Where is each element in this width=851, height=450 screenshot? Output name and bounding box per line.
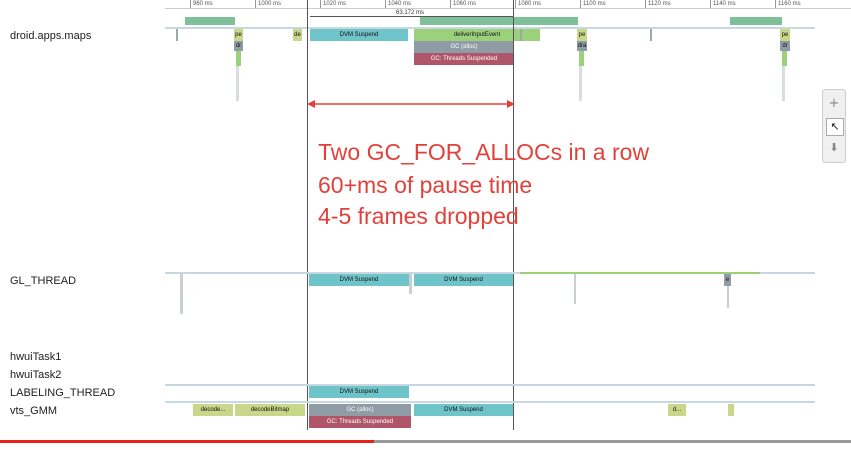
trace-toolbar: + ↖ ⬇ (822, 89, 846, 163)
slice-pe[interactable]: pe (577, 29, 587, 41)
ruler-tick: 1000 ms (255, 0, 281, 8)
slice-decode-bitmap[interactable]: decodeBitmap (235, 404, 305, 416)
thread-label-labeling: LABELING_THREAD (10, 387, 116, 399)
duration-bracket (310, 16, 514, 17)
slice-stub (579, 66, 582, 101)
slice-stub (727, 286, 729, 308)
slice-dra[interactable]: dra (577, 41, 587, 51)
slice-de[interactable]: de (293, 29, 302, 41)
annotation-line1: Two GC_FOR_ALLOCs in a row (318, 139, 650, 165)
slice-pe[interactable]: pe (780, 29, 790, 41)
slice-stub (409, 274, 412, 294)
cpu-bar (730, 17, 782, 25)
pan-icon[interactable]: ⬇ (829, 141, 839, 154)
slice-stub (236, 66, 239, 101)
slice-stub (574, 274, 576, 304)
cpu-bar (185, 17, 235, 25)
thread-activity-bar (165, 401, 815, 403)
slice-dvm-suspend[interactable]: DVM Suspend (309, 274, 409, 286)
selection-end-line[interactable] (513, 0, 514, 430)
ruler-tick: 1080 ms (515, 0, 541, 8)
slice-decode[interactable]: decode... (193, 404, 233, 416)
thread-activity-bar (165, 384, 815, 386)
slice-stub (650, 29, 652, 41)
slice-stub (782, 66, 785, 101)
selection-start-line[interactable] (307, 0, 308, 430)
select-icon[interactable]: ↖ (826, 118, 844, 136)
cpu-bar (420, 17, 578, 25)
thread-label-maps: droid.apps.maps (10, 30, 92, 42)
slice-dr[interactable]: dr (780, 41, 790, 51)
slice-decode[interactable]: d... (668, 404, 686, 416)
ruler-tick: 1120 ms (645, 0, 671, 8)
thread-activity-bar (520, 272, 760, 274)
slice-dvm-suspend[interactable]: DVM Suspend (310, 29, 408, 41)
ruler-tick: 1100 ms (580, 0, 606, 8)
time-ruler[interactable]: 960 ms 1000 ms 1020 ms 1040 ms 1060 ms 1… (165, 0, 851, 9)
slice-stub (176, 29, 178, 41)
slice-deliver-input-event[interactable]: deliverInputEvent (414, 29, 540, 41)
slice-dr[interactable]: dr (234, 41, 243, 51)
duration-arrow (307, 100, 515, 108)
thread-label-hwui2: hwuiTask2 (10, 369, 62, 381)
slice-gc-threads-suspended[interactable]: GC: Threads Suspended (414, 53, 514, 65)
thread-activity-bar (165, 27, 815, 29)
slice-e[interactable]: e (724, 274, 731, 286)
zoom-icon[interactable]: + (828, 96, 840, 111)
annotation-line2: 60+ms of pause time (318, 172, 533, 198)
slice-pe[interactable]: pe (234, 29, 243, 41)
slice-dvm-suspend[interactable]: DVM Suspend (309, 386, 409, 398)
video-progress-fill (0, 440, 375, 443)
slice-stub (579, 51, 584, 66)
video-progress-bar[interactable] (0, 440, 851, 443)
ruler-tick: 1040 ms (385, 0, 411, 8)
thread-label-gl: GL_THREAD (10, 275, 77, 287)
thread-activity-bar (165, 272, 815, 274)
slice-gc-alloc[interactable]: GC (alloc) (414, 41, 514, 53)
ruler-tick: 1060 ms (450, 0, 476, 8)
slice-stub (520, 29, 522, 41)
thread-label-vts: vts_GMM (10, 405, 58, 417)
slice-gc-threads-suspended[interactable]: GC: Threads Suspended (309, 416, 411, 428)
slice-stub (236, 51, 241, 66)
slice-dvm-suspend[interactable]: DVM Suspend (414, 404, 513, 416)
ruler-tick: 1020 ms (320, 0, 346, 8)
ruler-tick: 960 ms (190, 0, 213, 8)
slice-dvm-suspend[interactable]: DVM Suspend (414, 274, 513, 286)
slice-stub (782, 51, 787, 66)
ruler-tick: 1160 ms (775, 0, 801, 8)
ruler-tick: 1140 ms (710, 0, 736, 8)
duration-label: 63.172 ms (395, 10, 425, 16)
annotation-line3: 4-5 frames dropped (318, 203, 519, 229)
slice-gc-alloc[interactable]: GC (alloc) (309, 404, 411, 416)
slice-stub (180, 274, 183, 314)
slice-stub (728, 404, 734, 416)
thread-label-hwui1: hwuiTask1 (10, 351, 62, 363)
